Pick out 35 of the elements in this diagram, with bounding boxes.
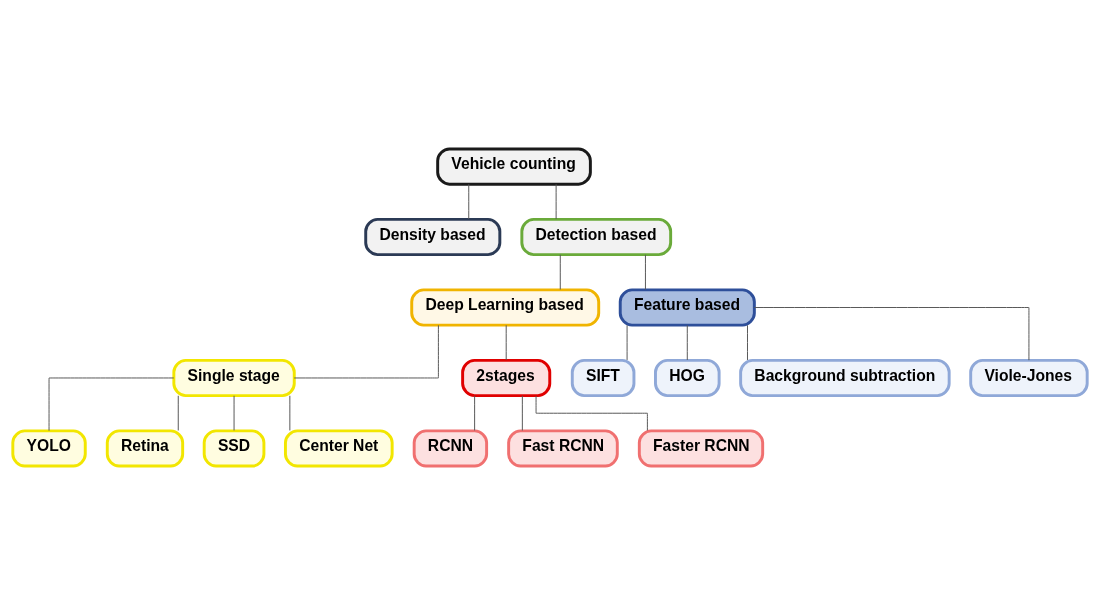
- connector: [233, 394, 235, 431]
- connector: [555, 183, 557, 219]
- node-box: Faster RCNN: [637, 428, 765, 468]
- connector: [626, 324, 628, 360]
- node-box: Viole-Jones: [969, 358, 1089, 397]
- node-box: Retina: [105, 428, 185, 468]
- node-box: Deep Learning based: [410, 287, 601, 327]
- connector: [644, 253, 646, 290]
- node-box: RCNN: [412, 428, 489, 468]
- node-box: YOLO: [11, 428, 87, 468]
- connector: [48, 377, 175, 431]
- node-box: 2stages: [461, 358, 552, 397]
- connector: [468, 183, 470, 219]
- node-box: HOG: [654, 358, 721, 397]
- node-box: SIFT: [570, 358, 636, 397]
- node-box: Vehicle counting: [436, 146, 592, 186]
- connector: [505, 324, 507, 360]
- connector: [559, 253, 561, 290]
- connector: [686, 324, 688, 360]
- connector: [177, 394, 179, 431]
- connector: [474, 394, 476, 431]
- node-box: Fast RCNN: [507, 428, 619, 468]
- connector: [747, 324, 748, 360]
- node-box: Detection based: [520, 217, 673, 256]
- connector: [293, 324, 439, 378]
- node-box: Single stage: [172, 358, 296, 397]
- connector: [753, 306, 1030, 361]
- node-box: Feature based: [618, 287, 756, 327]
- node-box: SSD: [202, 428, 266, 468]
- node-box: Density based: [364, 217, 502, 256]
- node-box: Background subtraction: [739, 358, 951, 397]
- connector: [521, 394, 523, 431]
- node-box: Center Net: [283, 428, 394, 468]
- connector: [289, 394, 291, 431]
- connector: [535, 395, 648, 431]
